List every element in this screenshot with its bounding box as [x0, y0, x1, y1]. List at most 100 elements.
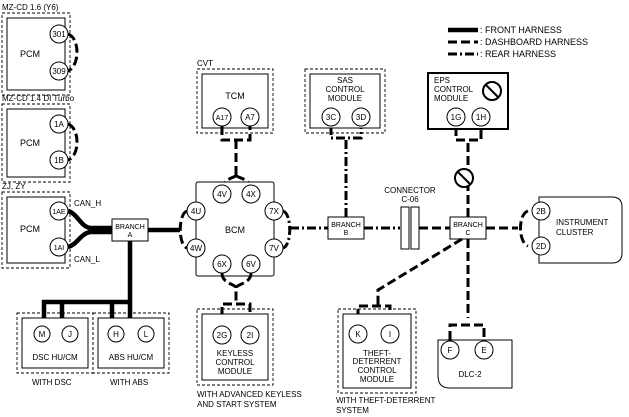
eps-pin-1h	[471, 107, 491, 127]
dash-harness-branch-c-to-eps	[454, 127, 483, 217]
pcm-mzcd16-label: PCM	[20, 49, 40, 59]
bcm-pin-4x-label: 4X	[246, 190, 256, 199]
dsc-pin-m	[33, 325, 51, 343]
front-harness-dsc-abs-split	[41, 299, 133, 318]
group-outline-mzcd14	[1, 103, 71, 183]
can-h-label: CAN_H	[74, 199, 101, 208]
legend-rear-label: : REAR HARNESS	[480, 49, 556, 59]
eps-module-label-1: EPS	[434, 76, 450, 85]
branch-a-label-2: A	[128, 232, 133, 239]
group-outline-cvt	[196, 68, 274, 134]
branch-b-label-1: BRANCH	[331, 222, 361, 229]
sas-module-label-1: SAS	[337, 76, 353, 85]
pcm-mzcd16-pin-309-label: 309	[52, 67, 66, 76]
cluster-label-1: INSTRUMENT	[556, 218, 609, 227]
sas-module-label-2: CONTROL	[325, 85, 365, 94]
dash-harness-branch-c-to-theft	[356, 237, 463, 318]
keyless-pin-2i-label: 2I	[247, 331, 254, 340]
theft-pin-k	[348, 324, 368, 344]
pcm-mzcd14-pin-1b-label: 1B	[54, 156, 64, 165]
dsc-pin-m-label: M	[39, 330, 46, 339]
cluster-pin-2d	[531, 236, 551, 256]
eps-module-label-2: CONTROL	[434, 85, 474, 94]
sas-pin-3d	[351, 107, 371, 127]
keyless-module-label-2: CONTROL	[215, 358, 255, 367]
group-label-mzcd16: MZ-CD 1.6 (Y6)	[2, 3, 59, 12]
legend-front-label: : FRONT HARNESS	[480, 25, 562, 35]
group-label-zj: ZJ, ZY	[2, 182, 26, 191]
sas-pin-3c-label: 3C	[326, 113, 336, 122]
theft-module-label-1: THEFT-	[363, 349, 391, 358]
rear-harness-branch-b-to-sas	[329, 126, 363, 217]
theft-pin-i-label: I	[389, 330, 391, 339]
connector-label-1: CONNECTOR	[384, 186, 436, 195]
bcm-pin-6v-label: 6V	[246, 260, 256, 269]
bcm-right-harness-bridge	[282, 209, 292, 250]
dlc2-pin-e	[474, 340, 494, 360]
bcm-pin-4w-label: 4W	[190, 244, 202, 253]
pcm-mzcd14-label: PCM	[20, 138, 40, 148]
theft-module-label-2: DETERRENT	[353, 357, 402, 366]
group-label-with-dsc: WITH DSC	[32, 378, 72, 387]
dash-harness-bcm-to-keyless	[220, 272, 253, 316]
group-label-cvt: CVT	[197, 59, 213, 68]
instrument-cluster-box	[538, 196, 623, 264]
bcm-pin-4x	[241, 184, 261, 204]
prohibited-icon-bar	[457, 171, 471, 185]
pcm-zj-pin-1ae-label: 1AE	[52, 209, 66, 216]
branch-c-label-2: C	[465, 230, 470, 237]
keyless-pin-2g-label: 2G	[217, 331, 228, 340]
cluster-pin-2b	[531, 201, 551, 221]
sas-pin-3d-label: 3D	[356, 113, 366, 122]
eps-pin-1h-label: 1H	[476, 113, 486, 122]
group-label-with-keyless-1: WITH ADVANCED KEYLESS	[197, 390, 302, 399]
group-label-with-theft-1: WITH THEFT-DETERRENT	[336, 396, 436, 405]
sas-pin-3c	[321, 107, 341, 127]
bcm-label: BCM	[225, 225, 245, 235]
harness-legend: : FRONT HARNESS : DASHBOARD HARNESS : RE…	[448, 25, 588, 59]
abs-module-box	[97, 317, 165, 369]
group-label-with-abs: WITH ABS	[110, 378, 148, 387]
front-harness-pcm-to-branch-a-low	[67, 229, 112, 250]
theft-pin-k-label: K	[355, 330, 361, 339]
keyless-module-box	[201, 313, 269, 381]
branch-b-label-2: B	[344, 230, 349, 237]
abs-pin-h	[107, 325, 125, 343]
pcm-mzcd14-pin-1a-label: 1A	[54, 120, 64, 129]
eps-module-label-3: MODULE	[434, 94, 468, 103]
pcm-mzcd16-pin-bridge	[67, 32, 79, 73]
abs-module-label: ABS HU/CM	[109, 353, 154, 362]
legend-dashboard-label: : DASHBOARD HARNESS	[480, 37, 588, 47]
dsc-module-box	[21, 317, 89, 369]
dlc2-pin-f	[440, 340, 460, 360]
abs-pin-l-label: L	[144, 330, 149, 339]
abs-pin-l	[137, 325, 155, 343]
cluster-label-2: CLUSTER	[556, 228, 594, 237]
eps-prohibited-icon-bar	[485, 84, 499, 98]
group-outline-zj	[1, 191, 71, 269]
dash-harness-branch-c-to-cluster	[486, 209, 529, 248]
tcm-pin-a7-label: A7	[245, 113, 255, 122]
connector-c06-right-half	[410, 206, 420, 250]
dsc-module-label: DSC HU/CM	[32, 353, 78, 362]
connector-c06-left-half	[400, 206, 410, 250]
sas-module-label-3: MODULE	[328, 94, 362, 103]
group-outline-keyless	[196, 308, 274, 386]
pcm-mzcd16-pin-301-label: 301	[52, 30, 66, 39]
bcm-pin-7v-label: 7V	[269, 244, 279, 253]
cluster-pin-2d-label: 2D	[536, 242, 546, 251]
group-outline-theft	[337, 308, 417, 394]
branch-a-label-1: BRANCH	[115, 224, 145, 231]
bcm-pin-4v	[212, 184, 232, 204]
theft-pin-i	[380, 324, 400, 344]
dsc-pin-j	[61, 325, 79, 343]
cluster-pin-2b-label: 2B	[536, 207, 546, 216]
keyless-module-label-3: MODULE	[218, 367, 252, 376]
group-label-with-keyless-2: AND START SYSTEM	[197, 400, 277, 409]
keyless-pin-2i	[240, 325, 260, 345]
group-label-mzcd14: MZ-CD 1.4 DI Turbo	[2, 94, 75, 103]
bcm-pin-6x-label: 6X	[217, 260, 227, 269]
pcm-mzcd14-pin-bridge	[67, 122, 79, 162]
theft-module-label-4: MODULE	[360, 375, 394, 384]
